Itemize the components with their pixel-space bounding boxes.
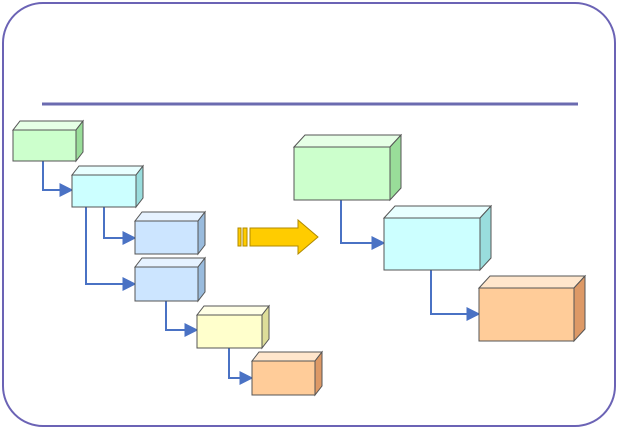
box-green-large bbox=[292, 133, 403, 202]
connector-d-to-e bbox=[165, 301, 199, 337]
connector-b-to-c bbox=[103, 207, 137, 245]
box-orange-small bbox=[250, 350, 324, 397]
right-hierarchy-group bbox=[292, 133, 587, 343]
box-orange-large bbox=[477, 274, 587, 343]
connector-big-green-to-cyan bbox=[340, 200, 386, 250]
box-yellow-small bbox=[195, 304, 271, 350]
connector-a-to-b bbox=[42, 161, 74, 197]
box-cyan-small bbox=[70, 164, 145, 209]
connector-b-to-d bbox=[85, 207, 137, 291]
box-blue-small-1 bbox=[133, 210, 207, 256]
box-green-small bbox=[11, 119, 85, 163]
right-arrow-icon bbox=[237, 218, 319, 256]
left-hierarchy-group bbox=[11, 119, 324, 397]
connector-e-to-f bbox=[228, 348, 254, 385]
box-cyan-large bbox=[382, 204, 493, 272]
box-blue-small-2 bbox=[133, 256, 207, 303]
connector-big-cyan-to-orange bbox=[430, 270, 481, 321]
